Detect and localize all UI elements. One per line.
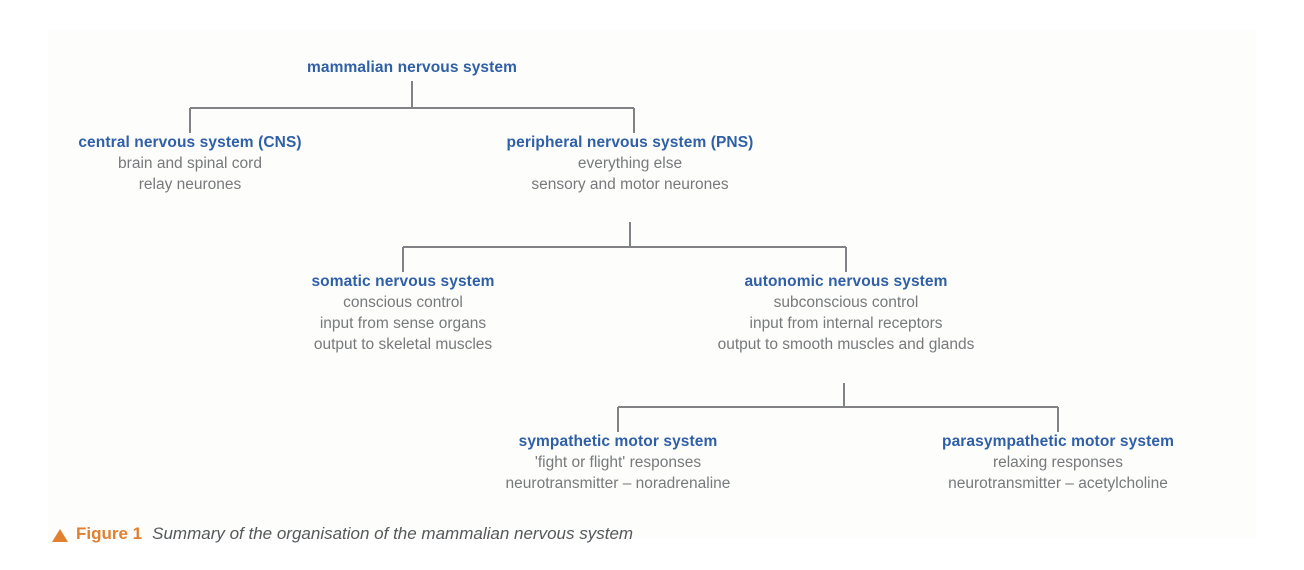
node-title: autonomic nervous system (744, 273, 948, 290)
node-detail-line: relay neurones (138, 176, 242, 193)
node-detail-line: input from sense organs (319, 315, 487, 332)
node-detail-line: conscious control (343, 294, 463, 311)
node-detail-line: 'fight or flight' responses (534, 454, 702, 471)
node-detail-line: output to smooth muscles and glands (717, 336, 975, 353)
figure-caption: Figure 1 Summary of the organisation of … (52, 524, 633, 544)
node-title: central nervous system (CNS) (78, 134, 302, 151)
node-peripheral-nervous-system[interactable]: peripheral nervous system (PNS) everythi… (450, 133, 810, 195)
node-mammalian-nervous-system[interactable]: mammalian nervous system (212, 58, 612, 78)
node-detail-line: relaxing responses (992, 454, 1124, 471)
node-detail-line: brain and spinal cord (118, 155, 262, 172)
node-title: mammalian nervous system (306, 59, 518, 76)
node-detail-line: neurotransmitter – acetylcholine (948, 475, 1168, 492)
figure-caption-text: Summary of the organisation of the mamma… (152, 524, 634, 543)
figure-label: Figure 1 (76, 524, 143, 543)
node-parasympathetic-motor-system[interactable]: parasympathetic motor system relaxing re… (878, 432, 1238, 494)
node-detail-line: input from internal receptors (749, 315, 943, 332)
node-detail-line: everything else (577, 155, 683, 172)
node-sympathetic-motor-system[interactable]: sympathetic motor system 'fight or fligh… (438, 432, 798, 494)
node-detail-line: neurotransmitter – noradrenaline (505, 475, 731, 492)
node-detail-line: sensory and motor neurones (531, 176, 729, 193)
node-detail-line: subconscious control (773, 294, 919, 311)
up-triangle-icon (52, 528, 68, 542)
node-central-nervous-system[interactable]: central nervous system (CNS) brain and s… (10, 133, 370, 195)
node-autonomic-nervous-system[interactable]: autonomic nervous system subconscious co… (646, 272, 1046, 355)
node-detail-line: output to skeletal muscles (313, 336, 493, 353)
node-title: peripheral nervous system (PNS) (506, 134, 754, 151)
node-somatic-nervous-system[interactable]: somatic nervous system conscious control… (223, 272, 583, 355)
content-panel (48, 30, 1256, 538)
node-title: sympathetic motor system (518, 433, 718, 450)
node-title: somatic nervous system (311, 273, 495, 290)
node-title: parasympathetic motor system (942, 433, 1174, 450)
